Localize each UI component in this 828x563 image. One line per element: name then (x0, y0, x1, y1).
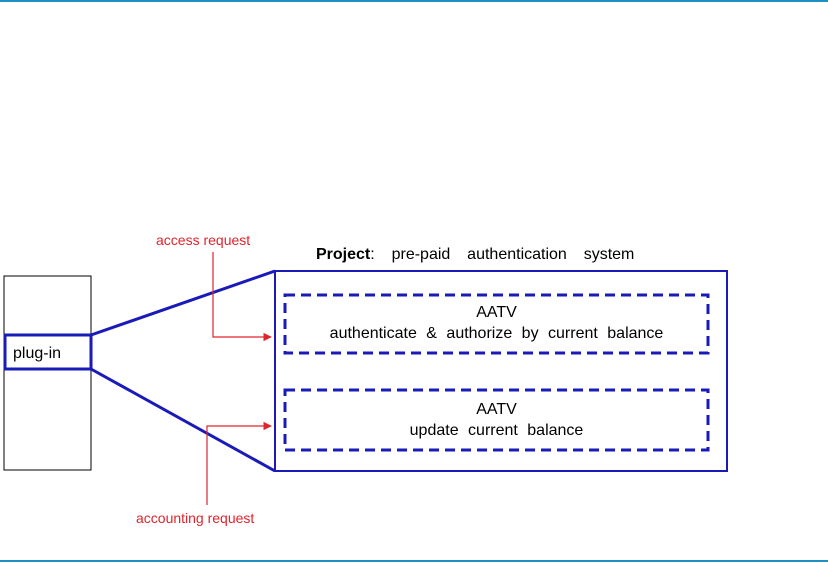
project-box (274, 270, 728, 472)
accounting-request-label: accounting request (136, 510, 255, 526)
accounting-request-arrow (206, 421, 272, 505)
module-box-auth (283, 293, 710, 355)
bottom-border-line (0, 560, 828, 562)
module-auth-text: AATV authenticate & authorize by current… (285, 302, 708, 344)
project-title-bold: Project (316, 246, 371, 263)
plugin-box (3, 333, 93, 371)
module-auth-name: AATV (476, 304, 517, 321)
access-request-arrow (212, 252, 272, 342)
zoom-line-top (90, 269, 276, 337)
host-system-box (3, 275, 92, 471)
project-title: Project: pre-paid authentication system (316, 247, 634, 263)
module-auth-description: authenticate & authorize by current bala… (329, 325, 664, 342)
project-title-text: : pre-paid authentication system (370, 246, 635, 263)
zoom-line-bottom (90, 367, 276, 473)
top-border-line (0, 0, 828, 2)
module-box-accounting (283, 388, 710, 452)
module-accounting-name: AATV (476, 401, 517, 418)
access-request-label: access request (156, 232, 251, 248)
module-accounting-text: AATV update current balance (285, 399, 708, 441)
module-accounting-description: update current balance (409, 422, 584, 439)
plugin-label: plug-in (13, 345, 62, 362)
